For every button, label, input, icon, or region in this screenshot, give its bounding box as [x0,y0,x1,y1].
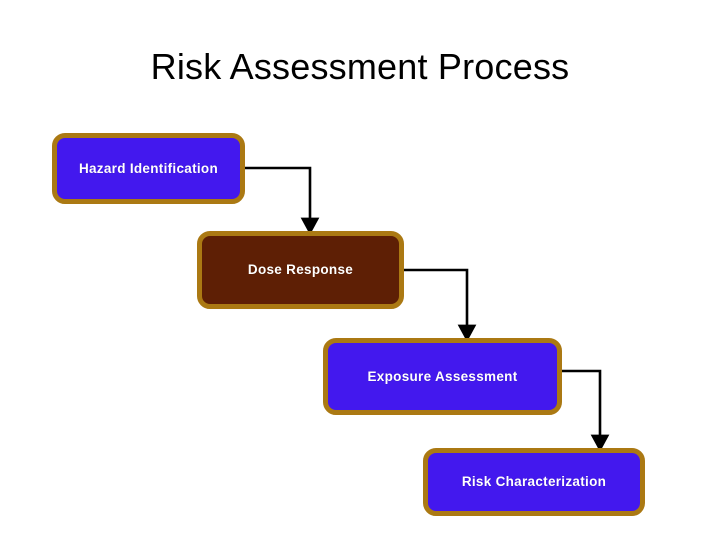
node-label: Hazard Identification [78,160,219,176]
node-label: Exposure Assessment [367,368,518,384]
node-risk-characterization[interactable]: Risk Characterization [423,448,645,516]
connector-hazard-to-dose [245,166,320,235]
node-hazard-identification[interactable]: Hazard Identification [52,133,245,204]
node-exposure-assessment[interactable]: Exposure Assessment [323,338,562,415]
node-label: Dose Response [247,262,354,277]
connector-exposure-to-risk [562,369,610,452]
node-dose-response[interactable]: Dose Response [197,231,404,309]
node-label: Risk Characterization [461,474,607,489]
connector-dose-to-exposure [404,268,477,342]
page-title: Risk Assessment Process [150,46,570,87]
